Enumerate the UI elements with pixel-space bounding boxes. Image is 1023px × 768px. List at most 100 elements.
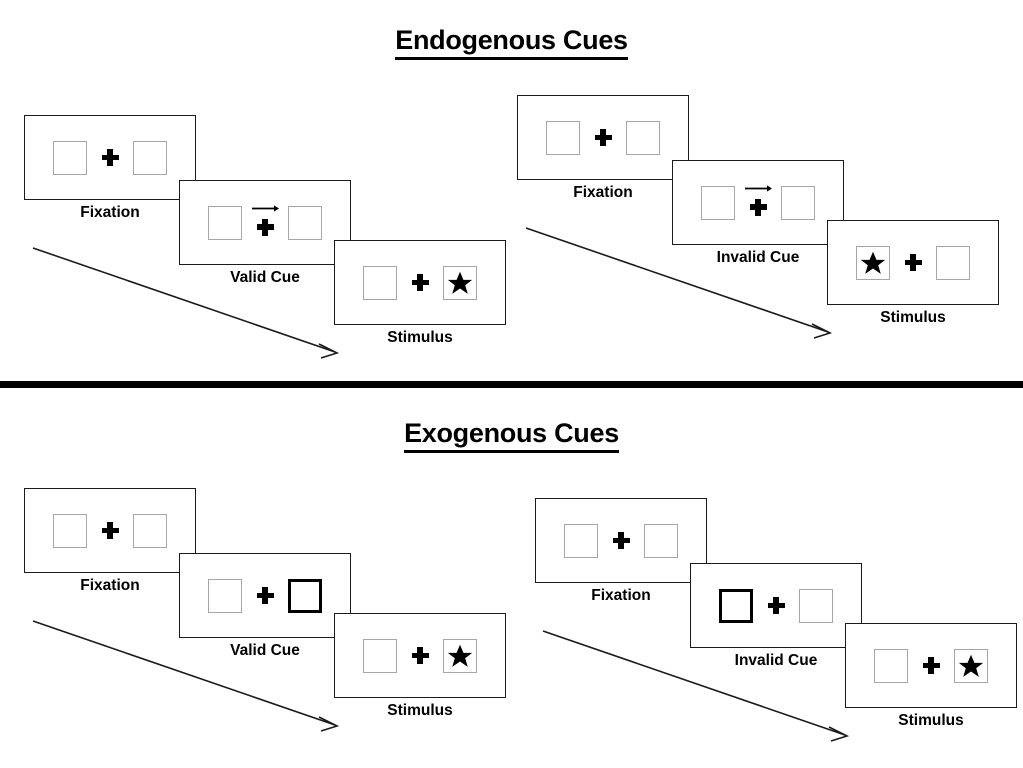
fixation-cross-icon bbox=[411, 274, 429, 291]
frame-endogenous-valid-stimulus bbox=[334, 240, 506, 325]
frame-label-stimulus: Stimulus bbox=[387, 702, 453, 719]
frame-label-fixation: Fixation bbox=[591, 587, 651, 604]
left-slot bbox=[546, 120, 580, 155]
frame-content bbox=[828, 221, 998, 304]
frame-exogenous-invalid-cue bbox=[690, 563, 862, 648]
frame-content bbox=[180, 181, 350, 264]
sequence-endogenous-valid: Fixation Valid Cue bbox=[24, 115, 544, 385]
fixation-cross-area bbox=[753, 586, 799, 626]
frame-exogenous-valid-stimulus bbox=[334, 613, 506, 698]
left-slot bbox=[363, 265, 397, 300]
right-slot bbox=[781, 185, 815, 220]
left-slot bbox=[53, 140, 87, 175]
page-title-endogenous: Endogenous Cues bbox=[0, 25, 1023, 60]
right-slot bbox=[443, 265, 477, 300]
section-endogenous-cues: Endogenous Cues Fixation bbox=[0, 25, 1023, 385]
fixation-cross-icon bbox=[101, 522, 119, 539]
fixation-cross-area bbox=[735, 183, 781, 223]
arrow-right-cue-icon bbox=[745, 184, 772, 192]
right-slot bbox=[133, 140, 167, 175]
fixation-cross-area bbox=[598, 521, 644, 561]
frame-endogenous-invalid-fixation bbox=[517, 95, 689, 180]
left-slot bbox=[208, 205, 242, 240]
fixation-cross-area bbox=[397, 263, 443, 303]
fixation-cross-area bbox=[87, 511, 133, 551]
frame-content bbox=[673, 161, 843, 244]
fixation-cross-area bbox=[242, 576, 288, 616]
frame-label-valid-cue: Valid Cue bbox=[230, 642, 300, 659]
fixation-cross-icon bbox=[256, 587, 274, 604]
frame-label-fixation: Fixation bbox=[80, 577, 140, 594]
right-slot bbox=[644, 523, 678, 558]
star-icon bbox=[447, 271, 473, 294]
right-slot-cued bbox=[288, 578, 322, 613]
frame-label-stimulus: Stimulus bbox=[387, 329, 453, 346]
page-title-exogenous-text: Exogenous Cues bbox=[404, 418, 619, 453]
right-slot bbox=[936, 245, 970, 280]
frame-content bbox=[691, 564, 861, 647]
fixation-cross-icon bbox=[749, 198, 767, 216]
right-slot bbox=[799, 588, 833, 623]
frame-exogenous-invalid-fixation bbox=[535, 498, 707, 583]
frame-endogenous-invalid-cue bbox=[672, 160, 844, 245]
fixation-cross-area bbox=[87, 138, 133, 178]
frame-content bbox=[846, 624, 1016, 707]
left-slot bbox=[874, 648, 908, 683]
frame-exogenous-valid-fixation bbox=[24, 488, 196, 573]
fixation-cross-area bbox=[580, 118, 626, 158]
frame-label-invalid-cue: Invalid Cue bbox=[716, 249, 800, 266]
left-slot bbox=[701, 185, 735, 220]
frame-label-fixation: Fixation bbox=[573, 184, 633, 201]
fixation-cross-icon bbox=[767, 597, 785, 614]
frame-content bbox=[25, 489, 195, 572]
fixation-cross-icon bbox=[594, 129, 612, 146]
frame-content bbox=[335, 614, 505, 697]
left-slot bbox=[856, 245, 890, 280]
fixation-cross-icon bbox=[612, 532, 630, 549]
section-divider bbox=[0, 381, 1023, 388]
left-slot-cued bbox=[719, 588, 753, 623]
frame-content bbox=[180, 554, 350, 637]
right-slot bbox=[288, 205, 322, 240]
frame-label-stimulus: Stimulus bbox=[880, 309, 946, 326]
fixation-cross-icon bbox=[101, 149, 119, 166]
sequence-endogenous-invalid: Fixation Invalid Cue bbox=[517, 95, 1023, 365]
star-icon bbox=[447, 644, 473, 667]
left-slot bbox=[363, 638, 397, 673]
fixation-cross-icon bbox=[904, 254, 922, 271]
section-exogenous-cues: Exogenous Cues Fixation Valid Cue bbox=[0, 392, 1023, 767]
left-slot bbox=[208, 578, 242, 613]
frame-content bbox=[536, 499, 706, 582]
fixation-cross-area bbox=[397, 636, 443, 676]
page-title-endogenous-text: Endogenous Cues bbox=[395, 25, 628, 60]
fixation-cross-icon bbox=[922, 657, 940, 674]
frame-endogenous-valid-cue bbox=[179, 180, 351, 265]
frame-label-invalid-cue: Invalid Cue bbox=[734, 652, 818, 669]
time-arrow-exogenous-invalid bbox=[542, 630, 850, 742]
frame-label-stimulus: Stimulus bbox=[898, 712, 964, 729]
frame-content bbox=[518, 96, 688, 179]
fixation-cross-icon bbox=[411, 647, 429, 664]
frame-label-valid-cue: Valid Cue bbox=[230, 269, 300, 286]
time-arrow-endogenous-valid bbox=[32, 247, 340, 359]
time-arrow-endogenous-invalid bbox=[525, 227, 833, 339]
left-slot bbox=[564, 523, 598, 558]
right-slot bbox=[133, 513, 167, 548]
sequence-exogenous-valid: Fixation Valid Cue bbox=[24, 488, 544, 758]
fixation-cross-area bbox=[242, 203, 288, 243]
time-arrow-exogenous-valid bbox=[32, 620, 340, 732]
left-slot bbox=[53, 513, 87, 548]
fixation-cross-area bbox=[908, 646, 954, 686]
right-slot bbox=[954, 648, 988, 683]
frame-endogenous-invalid-stimulus bbox=[827, 220, 999, 305]
frame-content bbox=[25, 116, 195, 199]
frame-exogenous-invalid-stimulus bbox=[845, 623, 1017, 708]
star-icon bbox=[860, 251, 886, 274]
sequence-exogenous-invalid: Fixation Invalid Cue bbox=[535, 498, 1023, 768]
frame-label-fixation: Fixation bbox=[80, 204, 140, 221]
right-slot bbox=[626, 120, 660, 155]
fixation-cross-icon bbox=[256, 218, 274, 236]
star-icon bbox=[958, 654, 984, 677]
frame-endogenous-valid-fixation bbox=[24, 115, 196, 200]
fixation-cross-area bbox=[890, 243, 936, 283]
